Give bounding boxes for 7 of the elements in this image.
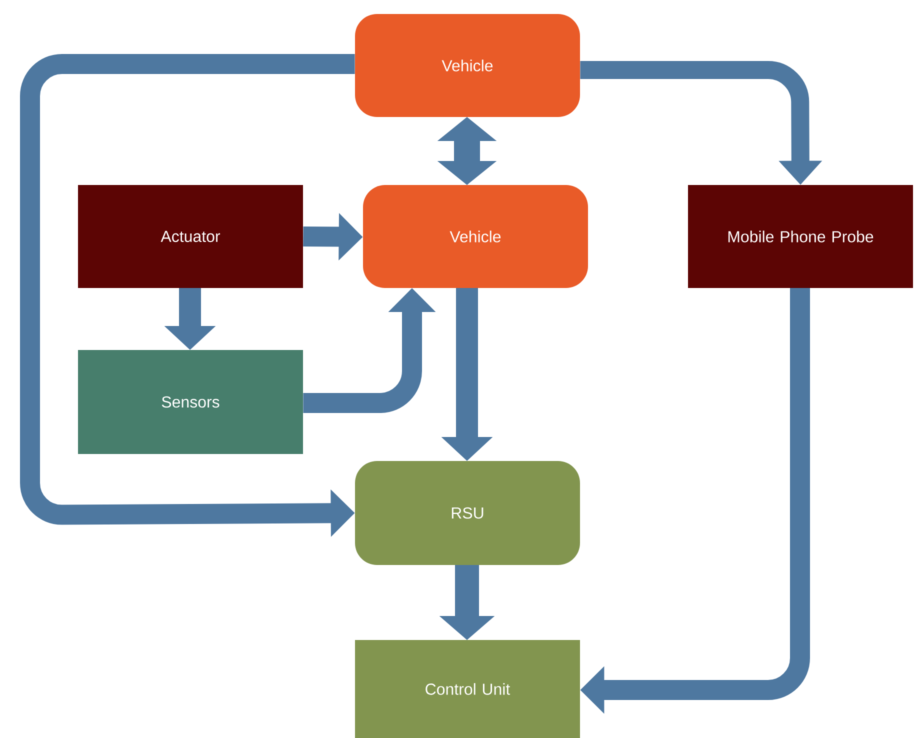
vehicle-box: Vehicle bbox=[355, 14, 580, 117]
sensor-box: Sensors bbox=[78, 350, 303, 454]
probe-box: Mobile Phone Probe bbox=[688, 185, 913, 288]
vehicle-box: Vehicle bbox=[363, 185, 588, 288]
control-unit-box: Control Unit bbox=[355, 640, 580, 738]
rsu-box: RSU bbox=[355, 461, 580, 565]
actuator-box: Actuator bbox=[78, 185, 303, 288]
